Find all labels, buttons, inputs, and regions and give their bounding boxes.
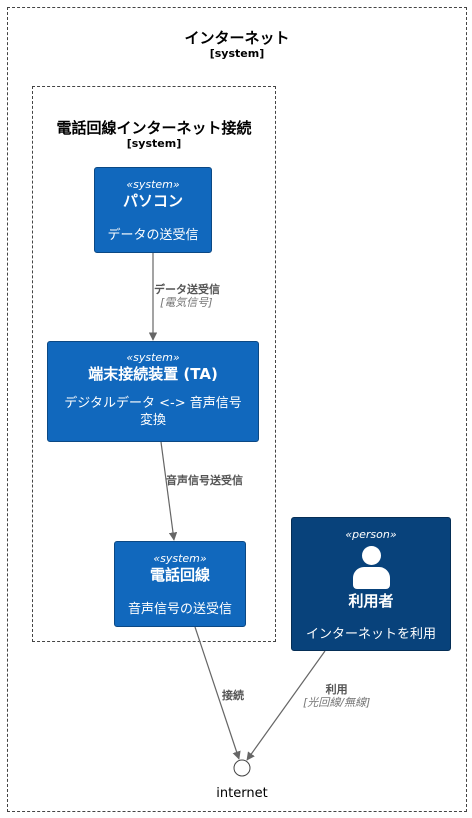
node-user-stereotype: «person» (345, 528, 397, 541)
edge-user-internet-tech: [光回線/無線] (303, 696, 371, 709)
node-user[interactable]: «person» 利用者 インターネットを利用 (291, 517, 451, 651)
node-line[interactable]: «system» 電話回線 音声信号の送受信 (114, 541, 246, 627)
inner-boundary-title: 電話回線インターネット接続 [system] (33, 119, 275, 151)
internet-interface-label: internet (216, 786, 268, 801)
edge-user-internet-label: 利用 (325, 683, 348, 696)
edge-user-internet (246, 650, 326, 761)
outer-boundary-kind: [system] (209, 47, 265, 60)
edge-label-line-internet: 接続 (222, 689, 244, 702)
outer-boundary: インターネット [system] (7, 7, 467, 812)
node-line-stereotype: «system» (153, 552, 207, 565)
edge-label-pc-ta: データ送受信 [電気信号] (154, 283, 220, 309)
edge-ta-line (160, 441, 178, 541)
person-icon (351, 546, 391, 589)
inner-boundary: 電話回線インターネット接続 [system] (32, 86, 276, 642)
node-ta[interactable]: «system» 端末接続装置 (TA) デジタルデータ <-> 音声信号変換 (47, 341, 259, 442)
edge-line-internet-label: 接続 (222, 689, 244, 702)
node-ta-name: 端末接続装置 (TA) (88, 365, 218, 383)
node-ta-stereotype: «system» (126, 351, 180, 364)
node-line-description: 音声信号の送受信 (127, 602, 232, 617)
edge-pc-ta-tech: [電気信号] (160, 296, 213, 309)
edge-pc-ta-label: データ送受信 (154, 283, 220, 296)
outer-boundary-name: インターネット (184, 29, 290, 47)
node-user-description: インターネットを利用 (305, 627, 436, 642)
node-line-name: 電話回線 (149, 566, 210, 584)
outer-boundary-title: インターネット [system] (8, 29, 466, 61)
inner-boundary-kind: [system] (126, 137, 182, 150)
edge-label-ta-line: 音声信号送受信 (166, 474, 243, 487)
node-pc-name: パソコン (122, 192, 183, 210)
node-pc-stereotype: «system» (126, 178, 180, 191)
internet-interface-circle (233, 759, 251, 777)
inner-boundary-name: 電話回線インターネット接続 (56, 119, 252, 137)
edge-ta-line-label: 音声信号送受信 (166, 474, 243, 487)
node-ta-description: デジタルデータ <-> 音声信号変換 (64, 396, 242, 428)
node-pc[interactable]: «system» パソコン データの送受信 (94, 167, 212, 253)
node-user-name: 利用者 (348, 592, 394, 610)
node-pc-description: データの送受信 (107, 228, 199, 243)
edge-line-internet (194, 626, 241, 760)
edge-label-user-internet: 利用 [光回線/無線] (303, 683, 370, 709)
